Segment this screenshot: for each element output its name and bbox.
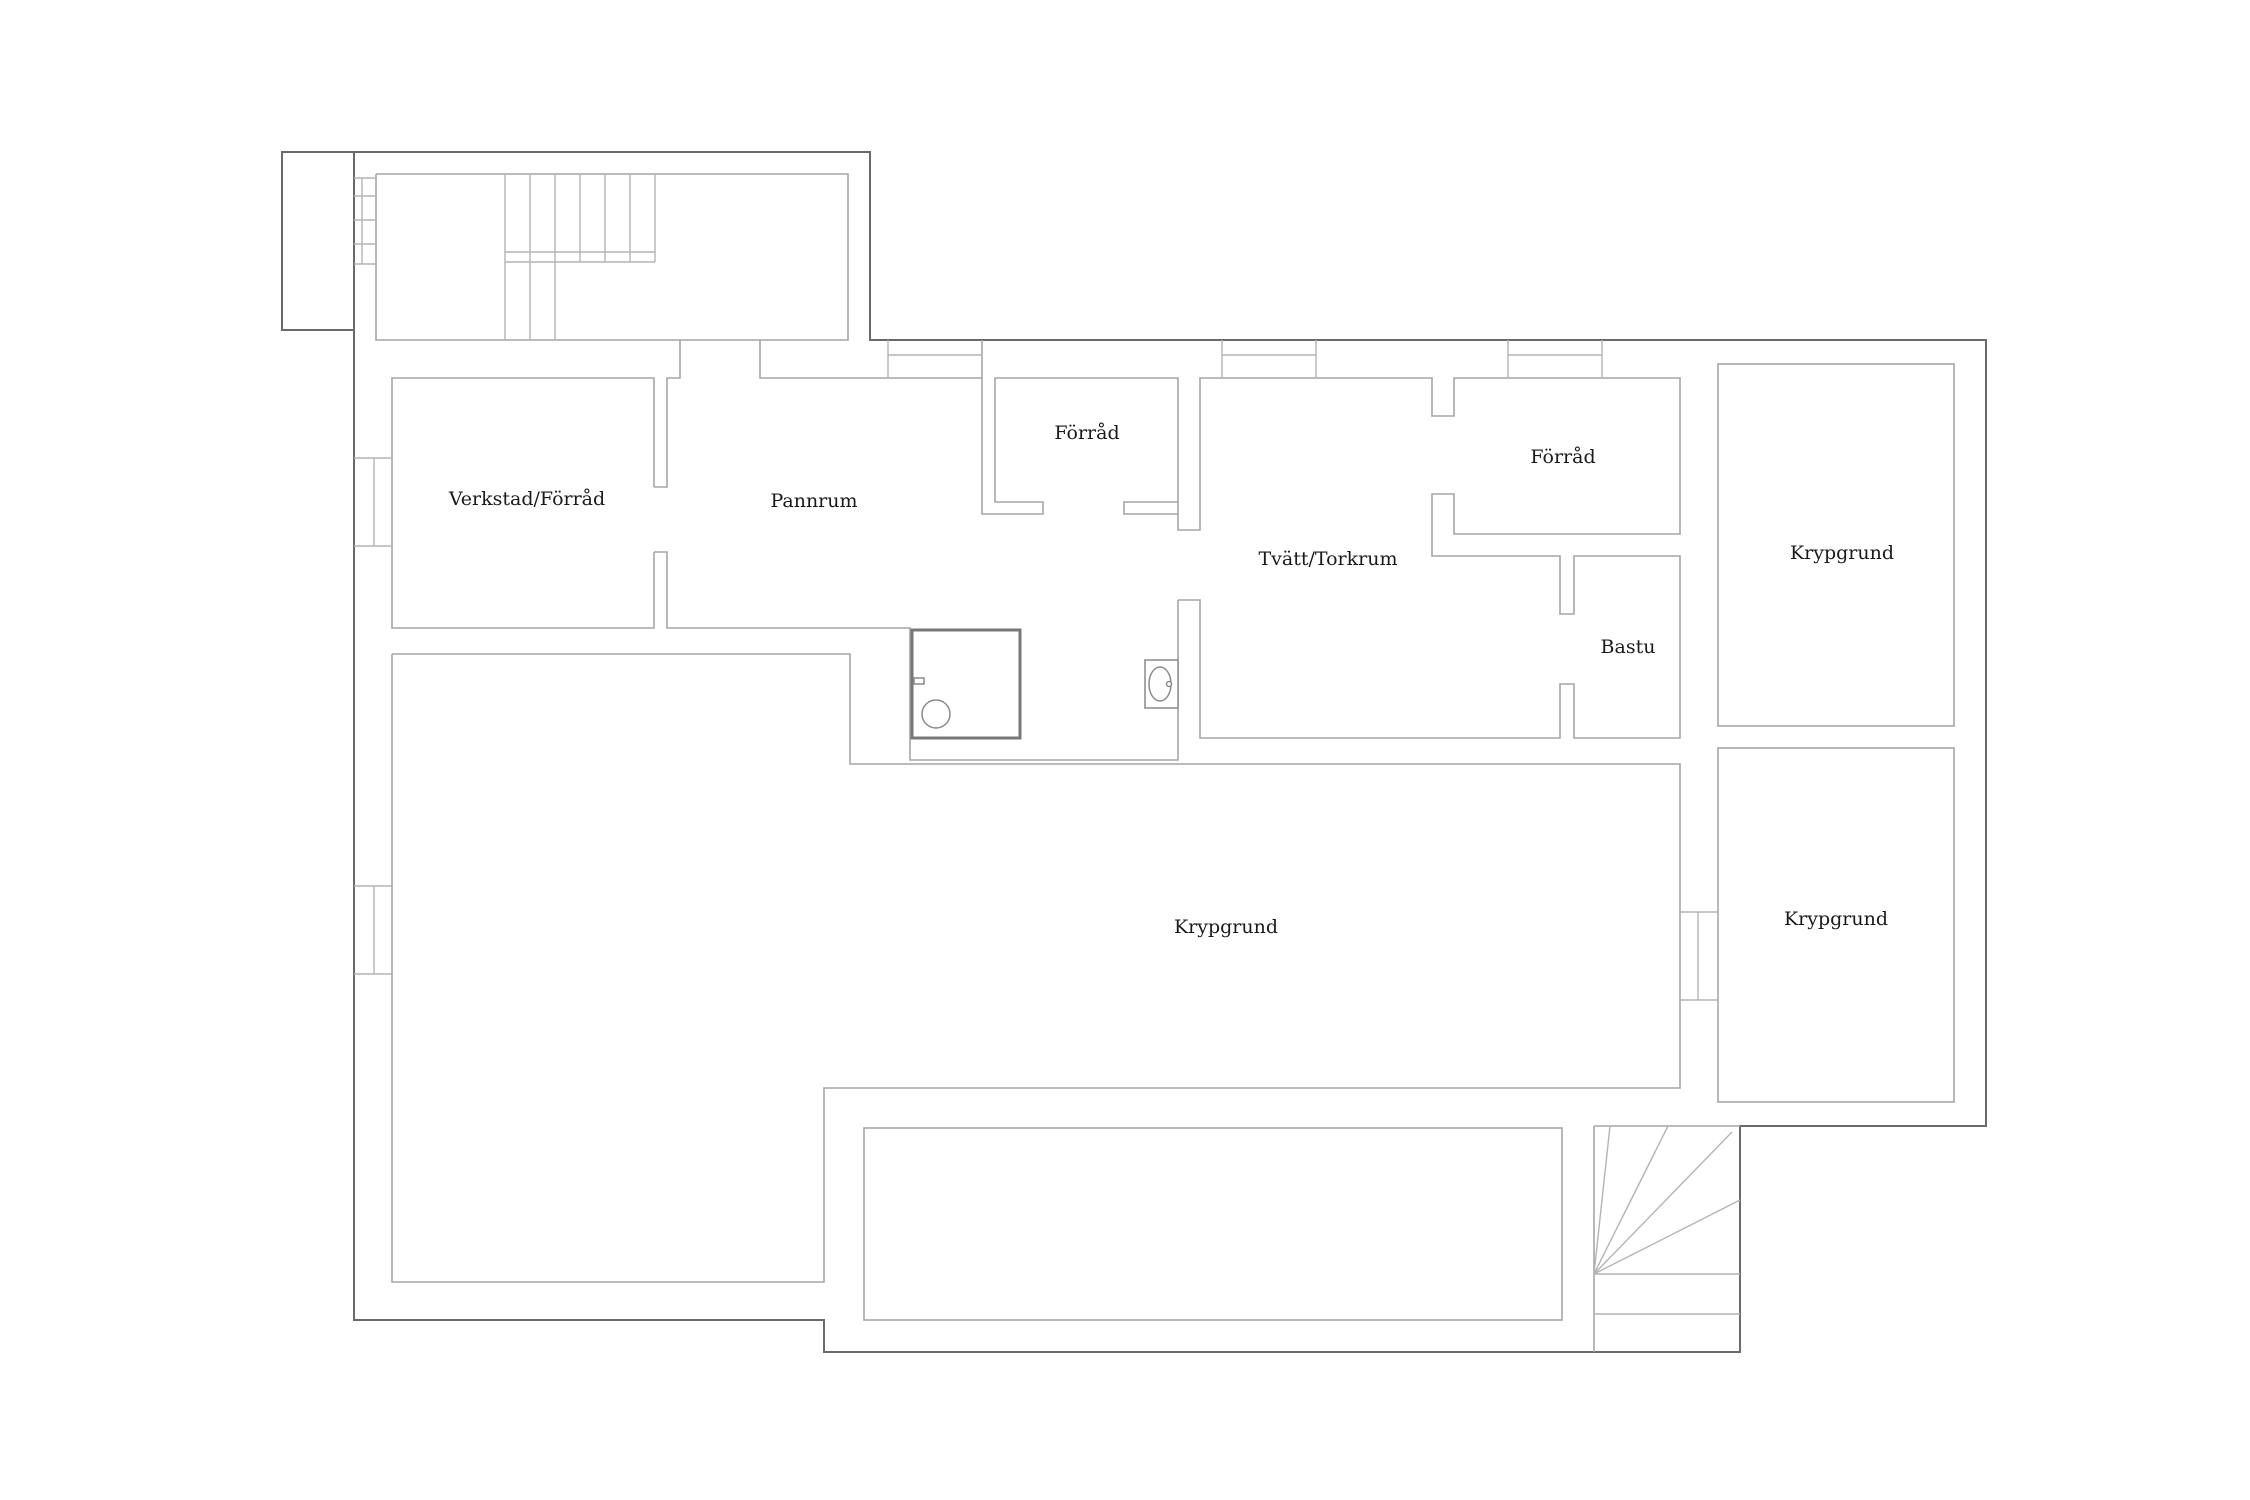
bathroom-fixtures: [910, 628, 1179, 740]
shower: [910, 628, 1022, 740]
lower-staircase: [1593, 1125, 1741, 1352]
room-label-verkstad: Verkstad/Förråd: [448, 488, 605, 510]
outer-walls: [281, 151, 1987, 1353]
room-label-forrad-2: Förråd: [1530, 446, 1595, 468]
room-label-krypgrund-right-bottom: Krypgrund: [1784, 908, 1888, 930]
room-label-tvatt: Tvätt/Torkrum: [1259, 548, 1398, 570]
interior-walls: [354, 340, 1681, 975]
entrance-stair-hall: [354, 173, 849, 341]
room-labels: Verkstad/Förråd Pannrum Förråd Förråd Tv…: [448, 422, 1894, 938]
room-label-krypgrund-right-top: Krypgrund: [1790, 542, 1894, 564]
shower-drain-icon: [921, 699, 951, 729]
room-label-pannrum: Pannrum: [770, 490, 857, 512]
room-label-forrad-1: Förråd: [1054, 422, 1119, 444]
room-label-bastu: Bastu: [1601, 636, 1656, 658]
crawlspace-walls: [391, 363, 1955, 1321]
room-label-krypgrund-main: Krypgrund: [1174, 916, 1278, 938]
